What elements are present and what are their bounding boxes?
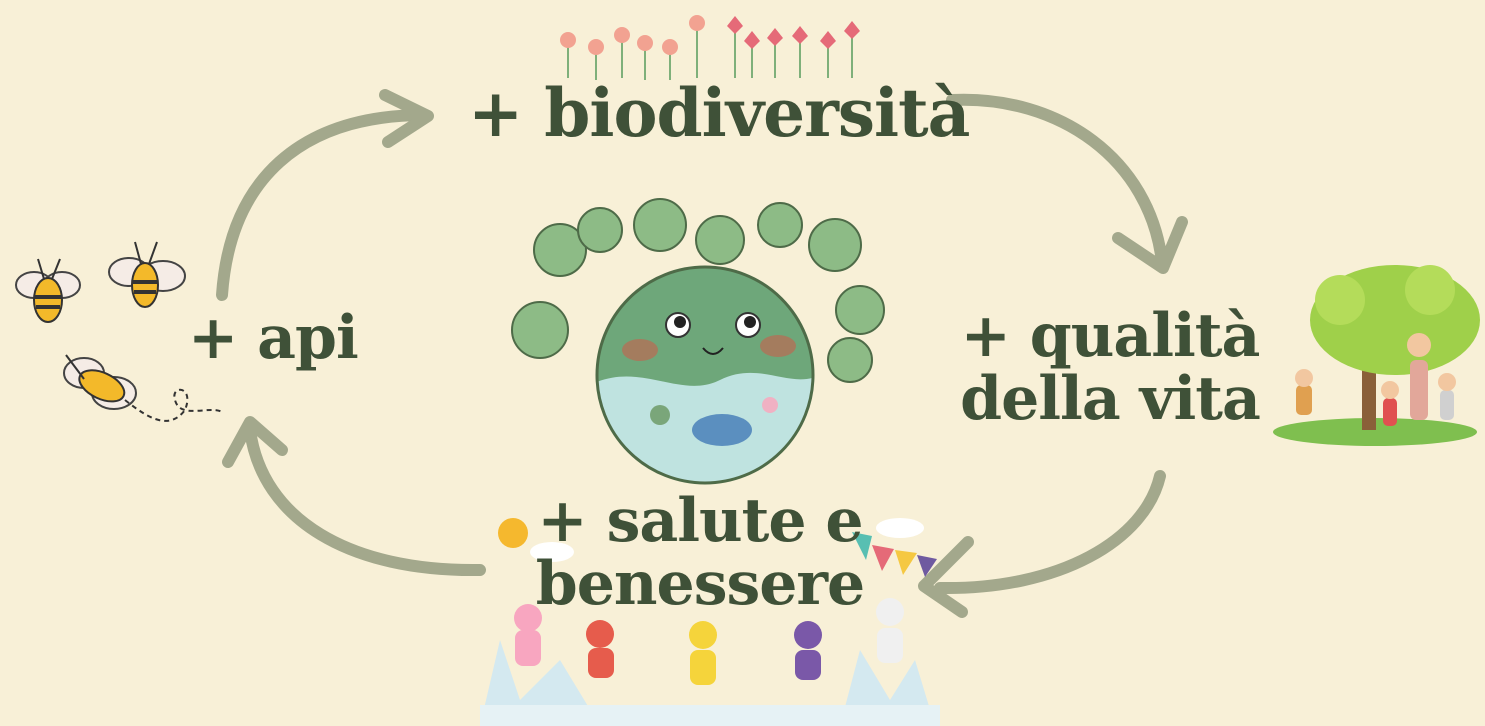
arrow-head-1 [379, 89, 434, 148]
bee-icon [15, 258, 81, 323]
node-qualita-line1: + qualità [960, 301, 1261, 371]
earth-globe-icon [511, 198, 885, 485]
arrow-head-4 [222, 416, 288, 468]
arrow-api-to-biodiversita [216, 109, 431, 301]
bee-icon [108, 241, 186, 308]
node-biodiversita: + biodiversità [468, 80, 970, 146]
node-qualita-vita: + qualità della vita [950, 305, 1270, 431]
bee-icon [63, 354, 137, 410]
node-salute-line2: benessere [535, 549, 865, 619]
arrow-salute-to-api [244, 424, 486, 577]
node-api: + api [188, 308, 359, 368]
arrow-head-2 [1112, 216, 1188, 274]
arrow-biodiversita-to-qualita [946, 93, 1168, 268]
tree-family-icon [1273, 265, 1480, 446]
node-salute-line1: + salute e [537, 486, 863, 556]
node-salute-benessere: + salute e benessere [520, 490, 880, 616]
bunting-icon [852, 532, 937, 577]
node-qualita-line2: della vita [960, 364, 1261, 434]
bee-trail-icon [124, 388, 223, 422]
arrow-head-3 [918, 536, 974, 618]
children-playing-icon [480, 518, 940, 726]
arrow-qualita-to-salute [934, 470, 1166, 595]
node-api-label: + api [188, 303, 359, 373]
node-biodiversita-label: + biodiversità [468, 74, 970, 152]
flowers-icon [560, 15, 860, 80]
